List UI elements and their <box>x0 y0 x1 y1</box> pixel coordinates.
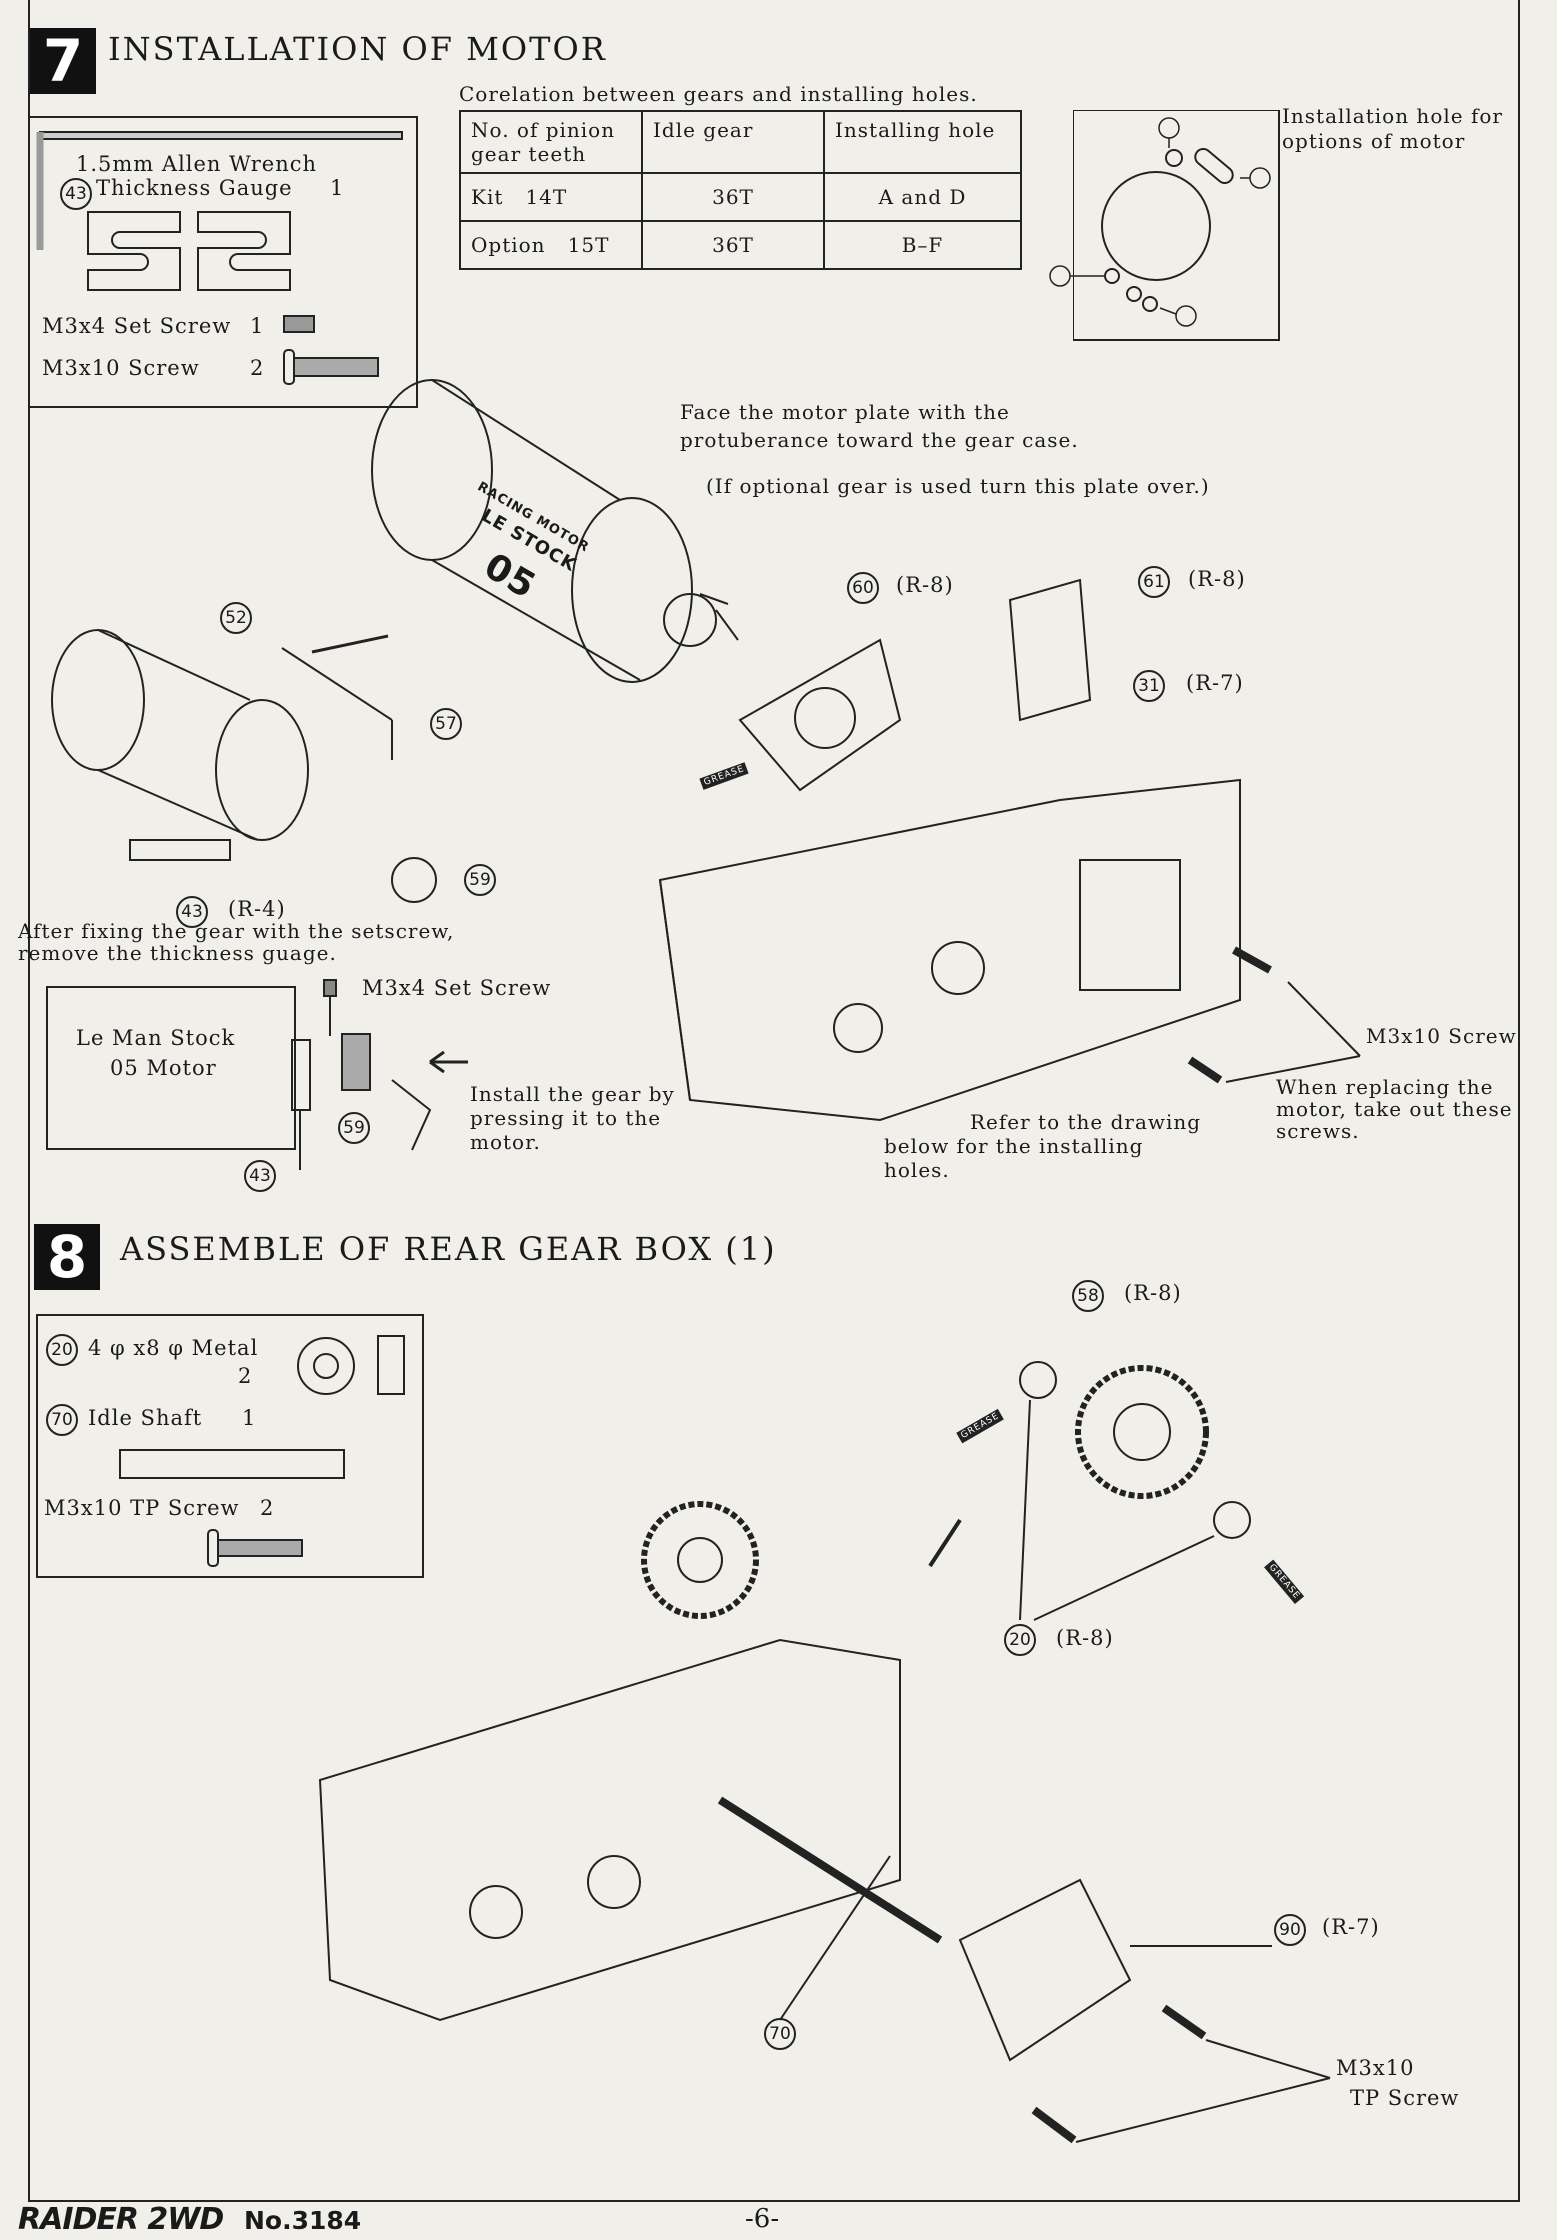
optional-gear-note: (If optional gear is used turn this plat… <box>706 474 1210 498</box>
part-70-qty: 1 <box>242 1406 257 1430</box>
thickness-gauge-qty: 1 <box>330 176 345 200</box>
press-arrow <box>429 1050 468 1074</box>
set-screw-label: M3x4 Set Screw <box>42 314 232 338</box>
m3x10-screws-drawing <box>1187 946 1361 1084</box>
m3x10-screw-qty: 2 <box>250 356 265 380</box>
motor-side-view <box>46 986 296 1150</box>
part-90-callout: 90 <box>1274 1914 1306 1946</box>
motor-large-drawing <box>371 379 739 683</box>
row-option-holes: B–F <box>823 220 1022 270</box>
m3x10-screw-drawing <box>283 349 379 385</box>
section-8-title: ASSEMBLE OF REAR GEAR BOX (1) <box>120 1230 777 1268</box>
allen-wrench-label: 1.5mm Allen Wrench <box>76 152 318 176</box>
tp-screw-callout-1: M3x10 <box>1336 2056 1415 2080</box>
footer-model-no: No.3184 <box>244 2206 362 2235</box>
part-70-label: Idle Shaft <box>88 1406 203 1430</box>
washer-leaders <box>1019 1399 1215 1621</box>
install-hole-note: Installation hole for options of motor <box>1282 104 1503 153</box>
part-20-callout: 20 <box>1004 1624 1036 1656</box>
set-screw-side <box>323 979 337 997</box>
replace-motor-note: When replacing the motor, take out these… <box>1276 1075 1513 1143</box>
part-31-ref: (R-7) <box>1186 671 1244 695</box>
part-58-badge: 58 <box>1072 1280 1104 1312</box>
footer-brand: RAIDER 2WD <box>18 2202 224 2237</box>
part-90-ref: (R-7) <box>1322 1915 1380 1939</box>
finger-outline <box>391 1079 432 1151</box>
correlation-table: No. of pinion gear teeth Idle gear Insta… <box>459 110 1022 270</box>
hole-diagram-box <box>1073 110 1280 341</box>
motor-small-drawing <box>51 629 437 903</box>
thickness-gauge-label: Thickness Gauge <box>96 176 293 200</box>
tp-screw-label: M3x10 TP Screw <box>44 1496 240 1520</box>
tp-screw-callout-2: TP Screw <box>1350 2086 1460 2110</box>
parts-box-7 <box>28 116 418 408</box>
after-fixing-note: After fixing the gear with the setscrew,… <box>18 919 455 965</box>
motor-label-1: Le Man Stock <box>76 1026 236 1050</box>
idle-shaft-drawing <box>119 1449 345 1479</box>
part-20-ref: (R-8) <box>1056 1626 1114 1650</box>
parts-box-8 <box>36 1314 424 1578</box>
row-option-idle: 36T <box>641 220 825 270</box>
header-hole: Installing hole <box>823 110 1022 174</box>
section-8-number: 8 <box>34 1224 100 1290</box>
part-58-ref: (R-8) <box>1124 1281 1182 1305</box>
section-7-title: INSTALLATION OF MOTOR <box>108 30 607 68</box>
install-gear-note: Install the gear by pressing it to the m… <box>470 1082 675 1154</box>
allen-wrench-small <box>281 647 393 760</box>
part-61-ref: (R-8) <box>1188 567 1246 591</box>
direction-arrow <box>928 1518 962 1568</box>
part-52-badge: 52 <box>220 602 252 634</box>
arrow-motor-swap <box>311 634 389 654</box>
allen-wrench-drawing <box>36 131 403 250</box>
correlation-caption: Corelation between gears and installing … <box>459 82 978 106</box>
row-kit-holes: A and D <box>823 172 1022 222</box>
cover-plate-90 <box>958 1878 1272 2062</box>
spur-gear-58 <box>1019 1361 1251 1539</box>
part-43-callout-side: 43 <box>244 1160 276 1192</box>
row-kit-idle: 36T <box>641 172 825 222</box>
part-43-badge: 43 <box>60 178 92 210</box>
part-61-badge: 61 <box>1138 566 1170 598</box>
set-screw-qty: 1 <box>250 314 265 338</box>
tp-screw-qty: 2 <box>260 1496 275 1520</box>
header-idle: Idle gear <box>641 110 825 174</box>
hole-diagram <box>1049 117 1271 327</box>
m3x10-screw-callout: M3x10 Screw <box>1366 1024 1517 1048</box>
part-57-badge: 57 <box>430 708 462 740</box>
motor-label-2: 05 Motor <box>110 1056 217 1080</box>
section-7-number: 7 <box>30 28 96 94</box>
part-20-label: 4 φ x8 φ Metal <box>88 1336 259 1360</box>
pinion-side <box>291 1033 371 1170</box>
page-frame <box>28 0 1520 2202</box>
part-43-callout: 43 <box>176 896 208 928</box>
part-59-callout-side: 59 <box>338 1112 370 1144</box>
m3x10-screw-label: M3x10 Screw <box>42 356 200 380</box>
tp-screw-drawing <box>207 1529 303 1567</box>
motor-plate-drawing <box>738 638 902 792</box>
thickness-gauge-drawing <box>87 211 291 291</box>
row-option-cell: Option 15T <box>459 220 643 270</box>
part-31-badge: 31 <box>1133 670 1165 702</box>
part-60-badge: 60 <box>847 572 879 604</box>
shaft-70-leader <box>779 1855 891 2021</box>
metal-washer-drawing <box>297 1335 405 1395</box>
tp-screws-8 <box>1031 2004 1331 2144</box>
part-60-ref: (R-8) <box>896 573 954 597</box>
bracket-61 <box>1008 578 1092 722</box>
row-kit-cell: Kit 14T <box>459 172 643 222</box>
part-70-badge: 70 <box>46 1404 78 1436</box>
gear-case-7 <box>658 778 1241 1122</box>
refer-drawing-note: Refer to the drawing below for the insta… <box>884 1110 1202 1182</box>
part-59-badge: 59 <box>464 864 496 896</box>
set-screw-drawing <box>283 315 315 333</box>
gear-case-8 <box>318 1501 943 2022</box>
part-20-qty: 2 <box>238 1364 253 1388</box>
header-pinion: No. of pinion gear teeth <box>459 110 643 174</box>
part-43-ref: (R-4) <box>228 897 286 921</box>
footer-page-number: -6- <box>745 2204 780 2234</box>
set-screw-callout: M3x4 Set Screw <box>362 976 552 1000</box>
face-plate-note: Face the motor plate with the protuberan… <box>680 400 1079 452</box>
part-20-badge: 20 <box>46 1334 78 1366</box>
